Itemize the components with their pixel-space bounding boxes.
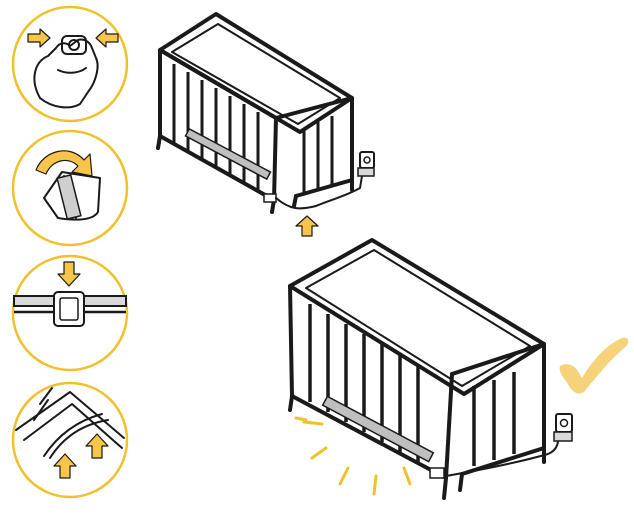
wrap-strap-icon bbox=[43, 171, 101, 221]
clip-on-rail-icon bbox=[13, 291, 127, 327]
arrow-left-icon bbox=[95, 28, 119, 48]
light-rays bbox=[294, 416, 412, 496]
checkmark-icon bbox=[559, 337, 629, 394]
arrow-up-icon bbox=[295, 215, 319, 237]
crib-with-cable-icon bbox=[156, 12, 363, 214]
arrow-up-icon bbox=[85, 433, 109, 459]
arrow-up-icon bbox=[53, 453, 77, 479]
crib-lit-illustration bbox=[288, 238, 629, 500]
step-1-pinch-clip bbox=[11, 5, 129, 123]
step-2-wrap-strap bbox=[11, 129, 129, 247]
curved-arrow-icon bbox=[35, 150, 93, 177]
crib-with-cable-illustration bbox=[156, 12, 375, 237]
wall-outlet-icon bbox=[357, 151, 375, 177]
route-cable-icon bbox=[15, 387, 125, 459]
step-3-clip-on-rail bbox=[11, 254, 129, 372]
arrow-right-icon bbox=[27, 28, 51, 48]
step-4-route-cable bbox=[11, 381, 129, 499]
wall-outlet-icon bbox=[553, 413, 573, 442]
crib-lit-icon bbox=[288, 238, 559, 500]
arrow-down-icon bbox=[57, 261, 81, 287]
pinch-clip-icon bbox=[33, 35, 99, 109]
